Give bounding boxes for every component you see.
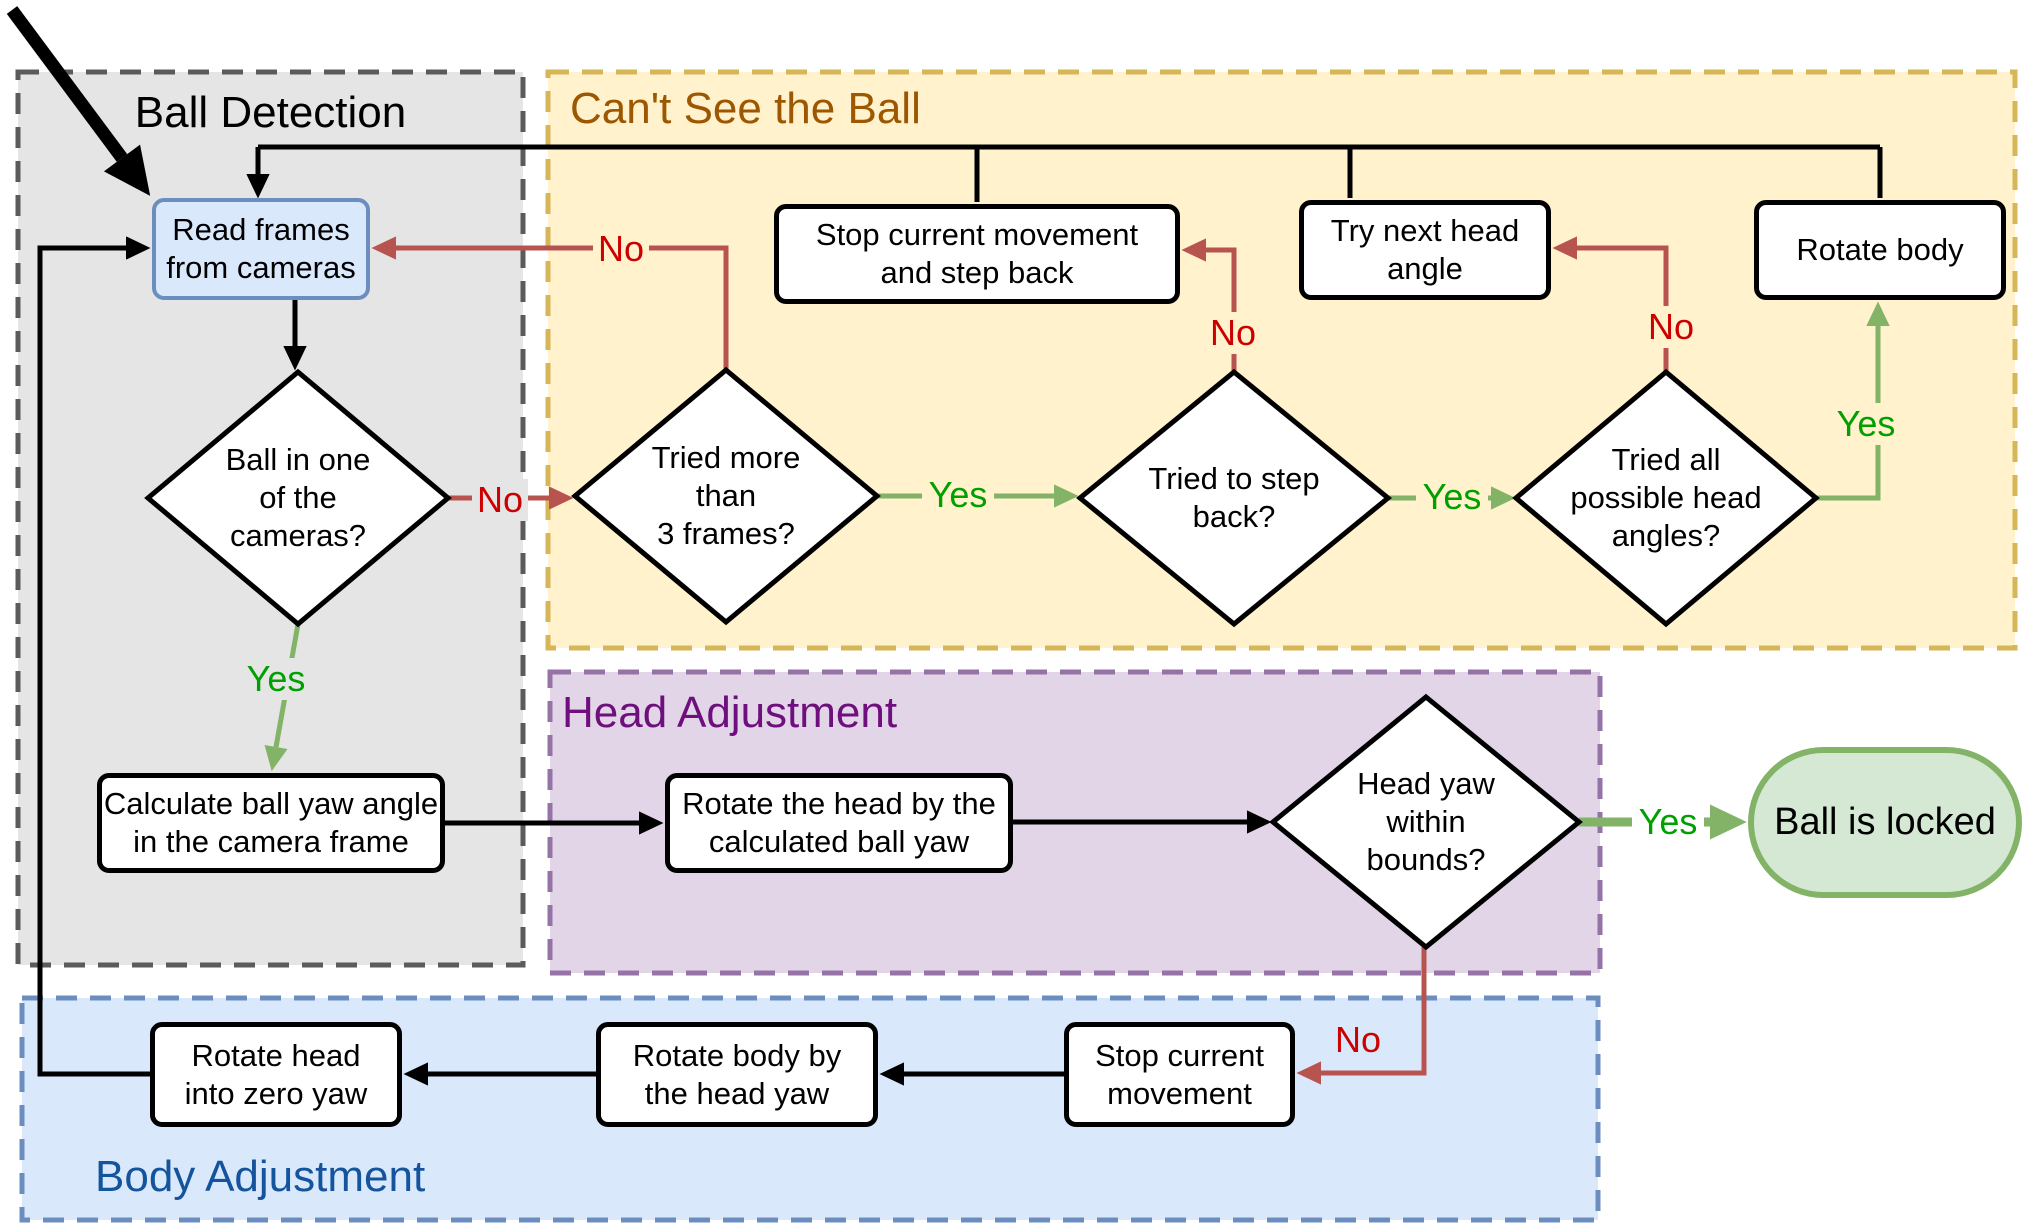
edge-label-yes-tried-3-frames: Yes [922, 474, 994, 516]
edge-yes-tried-all-angles [1816, 301, 1890, 501]
node-stop-and-step-back: Stop current movement and step back [774, 204, 1180, 304]
decision-ball-in-cameras [144, 368, 452, 628]
decision-tried-step-back [1076, 368, 1392, 628]
node-try-next-head-angle: Try next head angle [1299, 200, 1551, 300]
section-title-body-adjustment: Body Adjustment [95, 1152, 426, 1201]
edge-loop-to-read-frames [37, 236, 151, 1077]
node-stop-current-movement: Stop current movement [1064, 1022, 1295, 1127]
label-ball-in-cameras: Ball in one of the cameras? [225, 442, 371, 553]
edge-label-no-ball-in-cameras: No [472, 479, 528, 521]
section-title-head-adjustment: Head Adjustment [562, 688, 898, 737]
edge-label-yes-head-yaw-bounds: Yes [1632, 801, 1704, 843]
edge-start-arrow [6, 6, 151, 196]
decision-head-yaw-bounds [1269, 693, 1583, 951]
edge-no-head-yaw-bounds [1296, 947, 1427, 1085]
node-rotate-body-by-head-yaw: Rotate body by the head yaw [596, 1022, 878, 1127]
decision-tried-3-frames [571, 366, 881, 626]
edge-label-no-tried-step-back: No [1205, 312, 1261, 354]
edge-no-tried-3-frames [371, 236, 729, 370]
label-head-yaw-bounds: Head yaw within bounds? [1357, 766, 1495, 877]
edge-label-yes-tried-all-angles: Yes [1830, 403, 1902, 445]
edge-label-no-tried-all-angles: No [1643, 306, 1699, 348]
label-tried-step-back: Tried to step back? [1148, 461, 1320, 534]
label-tried-all-angles: Tried all possible head angles? [1570, 442, 1762, 553]
node-read-frames: Read frames from cameras [152, 198, 370, 300]
section-title-cant-see-ball: Can't See the Ball [570, 84, 921, 133]
edge-label-yes-ball-in-cameras: Yes [240, 658, 312, 700]
label-tried-3-frames: Tried more than 3 frames? [651, 440, 801, 551]
edge-label-no-tried-3-frames: No [593, 228, 649, 270]
edge-label-no-head-yaw-bounds: No [1330, 1019, 1386, 1061]
node-rotate-head-by-yaw: Rotate the head by the calculated ball y… [665, 773, 1013, 873]
node-ball-is-locked: Ball is locked [1748, 747, 2022, 898]
decision-tried-all-angles [1512, 368, 1820, 628]
node-rotate-head-zero-yaw: Rotate head into zero yaw [150, 1022, 402, 1127]
section-title-ball-detection: Ball Detection [134, 88, 407, 137]
edge-label-yes-tried-step-back: Yes [1416, 476, 1488, 518]
node-calc-ball-yaw: Calculate ball yaw angle in the camera f… [97, 773, 445, 873]
node-rotate-body: Rotate body [1754, 200, 2006, 300]
